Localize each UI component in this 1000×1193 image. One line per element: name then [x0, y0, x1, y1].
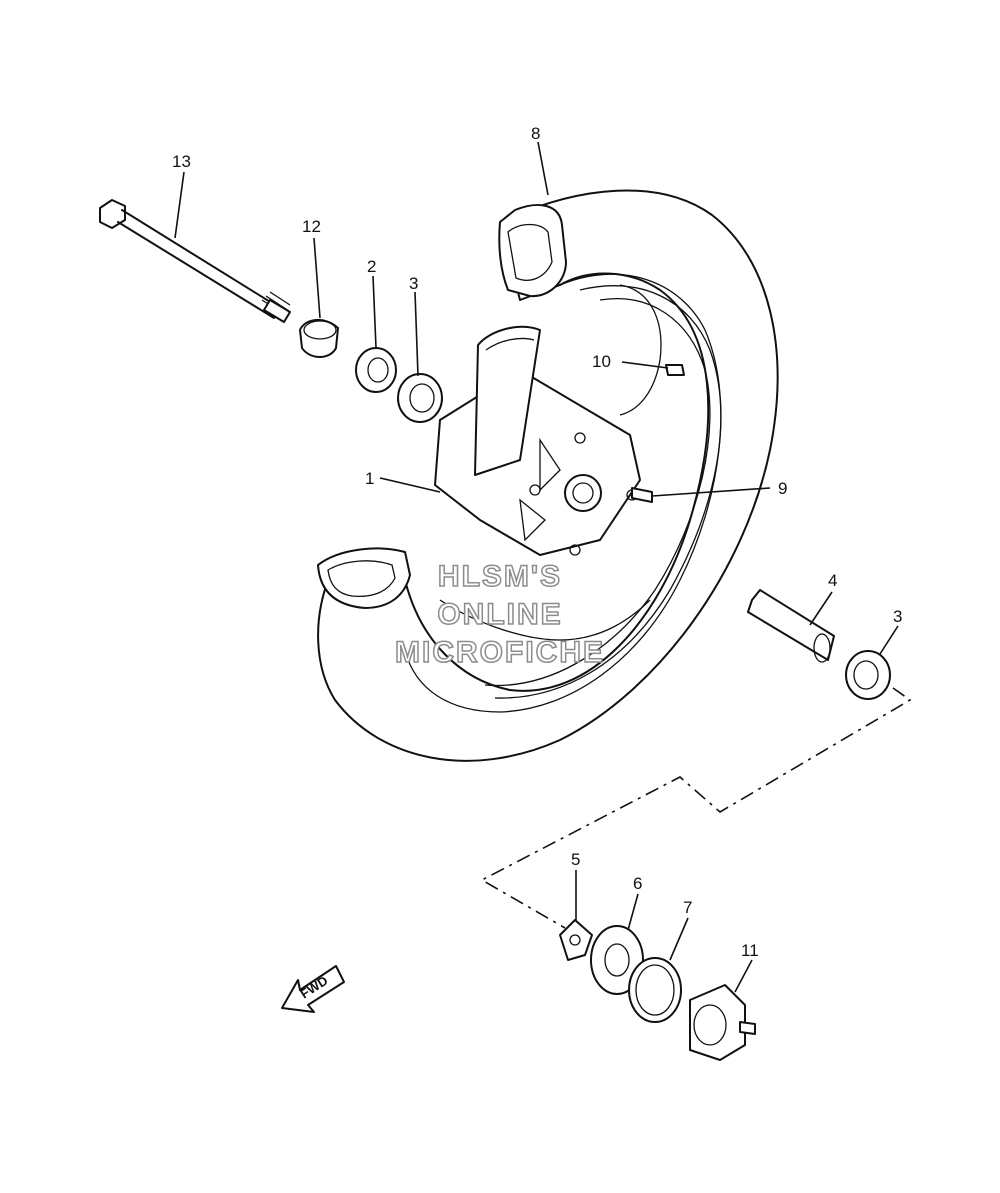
spacer — [747, 589, 835, 663]
ring — [628, 957, 682, 1023]
watermark-line-1: HLSM'S — [438, 560, 562, 593]
retainer — [559, 919, 593, 961]
callout-1: 1 — [365, 469, 374, 488]
callout-2: 2 — [367, 257, 376, 276]
bearing-3-upper — [397, 373, 443, 423]
collar — [299, 319, 339, 358]
assembly-link-line — [480, 687, 912, 929]
valve-clip — [665, 364, 685, 376]
callout-6: 6 — [633, 874, 642, 893]
callout-13: 13 — [172, 152, 191, 171]
tire — [317, 189, 779, 762]
bearing-2 — [355, 347, 397, 393]
front-axle — [99, 199, 291, 323]
callout-3-upper: 3 — [409, 274, 418, 293]
callout-12: 12 — [302, 217, 321, 236]
callout-8: 8 — [531, 124, 540, 143]
callout-7: 7 — [683, 898, 692, 917]
callout-5: 5 — [571, 850, 580, 869]
callout-4: 4 — [828, 571, 837, 590]
forward-direction-arrow: FWD — [281, 965, 345, 1013]
leader-lines — [174, 141, 899, 993]
speedometer-gear-unit — [689, 984, 756, 1061]
watermark-line-2: ONLINE — [437, 598, 562, 631]
bearing-3-lower — [845, 650, 891, 700]
callout-9: 9 — [778, 479, 787, 498]
oil-seal — [590, 925, 644, 995]
callout-3-lower: 3 — [893, 607, 902, 626]
callout-10: 10 — [592, 352, 611, 371]
watermark-line-3: MICROFICHE — [395, 636, 605, 669]
hub-bolt — [631, 487, 653, 503]
watermark: HLSM'S ONLINE MICROFICHE — [394, 559, 605, 670]
wheel-hub — [434, 325, 641, 556]
callout-11: 11 — [741, 941, 759, 960]
